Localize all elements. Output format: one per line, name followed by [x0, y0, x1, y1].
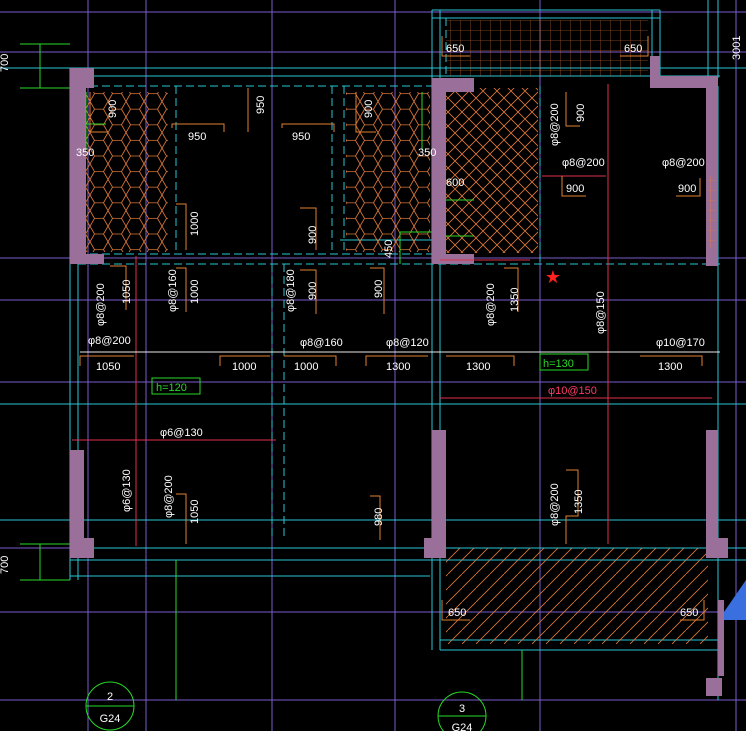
dim-1300-a: 1300	[386, 361, 410, 373]
dim-900-d: 900	[307, 226, 319, 244]
axis-3-ref: G24	[452, 722, 473, 731]
dim-1350-a: 1350	[509, 288, 521, 312]
rebar-phi8-200-v4: φ8@200	[163, 475, 175, 518]
star-marker-icon: ★	[545, 267, 561, 288]
rebar-phi8-200-a: φ8@200	[549, 103, 561, 146]
dim-350-right: 350	[418, 147, 436, 159]
rebar-phi8-200-c: φ8@200	[662, 157, 705, 169]
dim-450: 450	[383, 240, 395, 258]
dim-1350-b: 1350	[573, 490, 585, 514]
dim-600: 600	[446, 177, 464, 189]
axis-bubble-3: 3 G24	[437, 691, 487, 731]
walls	[70, 56, 728, 696]
diag-hatch-bottom	[446, 548, 708, 644]
dim-900-f: 900	[678, 183, 696, 195]
rebar-phi8-150-v: φ8@150	[595, 291, 607, 334]
rebar-phi10-170-h: φ10@170	[656, 337, 705, 349]
dim-1000-c: 1000	[232, 361, 256, 373]
rebar-phi8-200-b: φ8@200	[562, 157, 605, 169]
dim-1050-c: 1050	[189, 500, 201, 524]
hex-hatch-left	[86, 92, 168, 252]
rebar-phi8-120-h: φ8@120	[386, 337, 429, 349]
dimension-brackets	[79, 36, 705, 621]
rebar-phi8-160-v: φ8@160	[167, 269, 179, 312]
green-markers	[20, 43, 523, 700]
rebar-phi8-200-v1: φ8@200	[95, 283, 107, 326]
h130-box	[539, 353, 589, 371]
dim-1050-a: 1050	[121, 280, 133, 304]
hatch-regions	[86, 20, 708, 644]
dim-950-c: 950	[292, 131, 310, 143]
dim-900-b: 900	[363, 100, 375, 118]
stair-fill	[724, 580, 746, 620]
axis-2-ref: G24	[100, 713, 121, 725]
dim-900-h: 900	[373, 280, 385, 298]
rebar-phi8-200-v5: φ8@200	[549, 483, 561, 526]
rebar-phi8-160-h: φ8@160	[300, 337, 343, 349]
rebar-lines	[72, 84, 712, 546]
dim-900-a: 900	[107, 100, 119, 118]
dim-650-bl: 650	[448, 607, 466, 619]
dim-900-g: 900	[307, 282, 319, 300]
dim-1300-c: 1300	[658, 361, 682, 373]
dim-650-tr: 650	[624, 43, 642, 55]
dim-950-b: 950	[255, 96, 267, 114]
rebar-phi10-150: φ10@150	[548, 385, 597, 397]
grid-hatch-top	[446, 20, 648, 76]
dim-900-c: 900	[575, 104, 587, 122]
dim-650-tl: 650	[446, 43, 464, 55]
dim-1050-b: 1050	[96, 361, 120, 373]
dim-1300-b: 1300	[466, 361, 490, 373]
label-h120: h=120	[156, 382, 187, 394]
dotted-strip	[708, 176, 716, 248]
axis-bubble-2: 2 G24	[85, 681, 135, 731]
dimension-labels: 700 700 650 650 650 650 3001 900 950 950…	[0, 36, 743, 619]
label-h130: h=130	[543, 358, 574, 370]
dim-350-left: 350	[76, 147, 94, 159]
h120-box	[151, 377, 201, 395]
cross-hatch	[446, 88, 538, 253]
rebar-phi8-180-v: φ8@180	[285, 269, 297, 312]
dim-1000-d: 1000	[294, 361, 318, 373]
dim-950-a: 950	[188, 131, 206, 143]
rebar-phi8-200-v3: φ8@200	[88, 335, 131, 347]
dim-650-br: 650	[680, 607, 698, 619]
rebar-phi6-130-v: φ6@130	[121, 469, 133, 512]
dim-1000-a: 1000	[189, 212, 201, 236]
axis-2-number: 2	[107, 691, 113, 703]
dim-3001: 3001	[731, 36, 743, 60]
dim-980: 980	[373, 508, 385, 526]
axis-3-number: 3	[459, 703, 465, 715]
dim-700-bottom: 700	[0, 556, 11, 574]
dim-900-e: 900	[566, 183, 584, 195]
dim-1000-b: 1000	[189, 280, 201, 304]
dim-700-top: 700	[0, 54, 11, 72]
rebar-phi6-130-h: φ6@130	[160, 427, 203, 439]
beam-dashed-lines	[78, 18, 720, 540]
rebar-phi8-200-v2: φ8@200	[485, 283, 497, 326]
hex-hatch-right	[346, 92, 430, 252]
